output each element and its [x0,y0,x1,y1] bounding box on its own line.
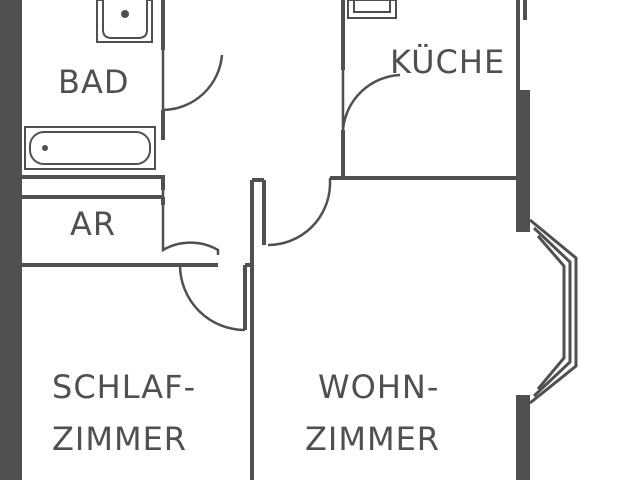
right-exterior-wall-lower [516,395,530,480]
right-exterior-wall-upper [516,90,530,232]
label-schlafzimmer-line2: ZIMMER [52,420,187,458]
label-ar: AR [70,205,116,243]
left-exterior-wall [0,0,22,480]
bathtub [24,126,156,170]
interior-walls [22,0,527,480]
label-bad: BAD [58,63,129,101]
kitchen-sink [347,0,397,19]
label-kueche: KÜCHE [390,43,505,81]
washbasin [96,0,153,43]
label-wohnzimmer-line2: ZIMMER [305,420,440,458]
label-wohnzimmer-line1: WOHN- [318,368,439,406]
door-swings [161,50,401,332]
label-schlafzimmer-line1: SCHLAF- [52,368,196,406]
bay-window [529,218,578,405]
